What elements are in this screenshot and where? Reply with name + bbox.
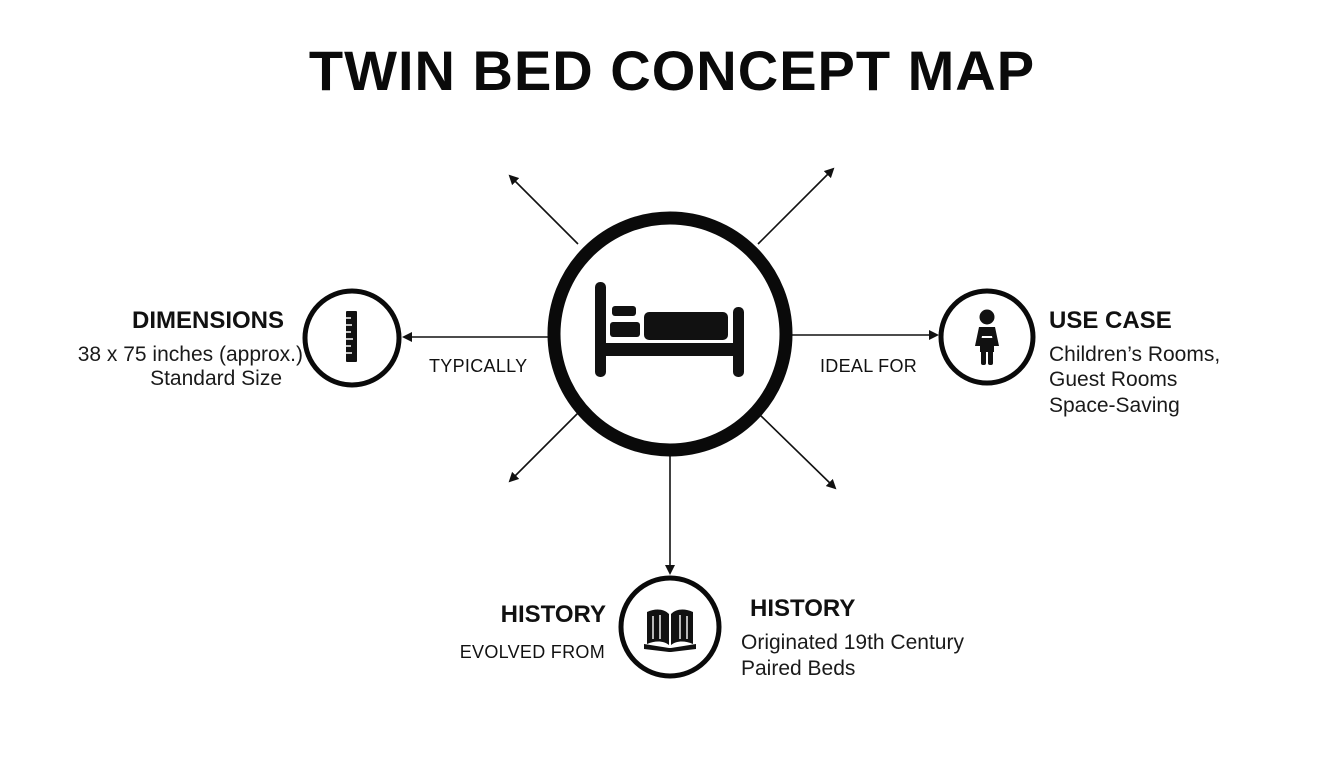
use-case-line-2: Guest Rooms bbox=[1049, 368, 1178, 391]
dimensions-line-1: 38 x 75 inches (approx.) bbox=[77, 343, 303, 366]
use-case-line-1: Children’s Rooms, bbox=[1049, 343, 1221, 366]
history-line-2: Paired Beds bbox=[741, 657, 856, 680]
edge-label-evolved-from: EVOLVED FROM bbox=[459, 642, 605, 662]
bed-icon bbox=[595, 282, 744, 377]
edge-label-typically: TYPICALLY bbox=[429, 356, 528, 376]
person-icon bbox=[975, 309, 999, 365]
arrow-upper-left bbox=[508, 174, 579, 245]
edge-label-ideal-for: IDEAL FOR bbox=[820, 356, 918, 376]
arrow-upper-right bbox=[757, 167, 835, 245]
page-title: TWIN BED CONCEPT MAP bbox=[308, 39, 1036, 102]
use-case-line-3: Space-Saving bbox=[1049, 394, 1180, 417]
center-node bbox=[547, 211, 793, 457]
book-icon bbox=[644, 609, 696, 652]
ruler-icon bbox=[346, 311, 357, 362]
dimensions-heading: DIMENSIONS bbox=[131, 307, 284, 334]
arrow-lower-left bbox=[508, 412, 579, 483]
dimensions-node bbox=[302, 288, 402, 388]
history-node bbox=[618, 575, 722, 679]
history-heading: HISTORY bbox=[750, 595, 856, 622]
use-case-heading: USE CASE bbox=[1049, 307, 1172, 334]
dimensions-line-2: Standard Size bbox=[150, 367, 282, 390]
use-case-node bbox=[938, 288, 1036, 386]
history-line-1: Originated 19th Century bbox=[741, 631, 964, 654]
history-left-heading: HISTORY bbox=[500, 601, 606, 628]
arrow-lower-right bbox=[757, 412, 837, 490]
